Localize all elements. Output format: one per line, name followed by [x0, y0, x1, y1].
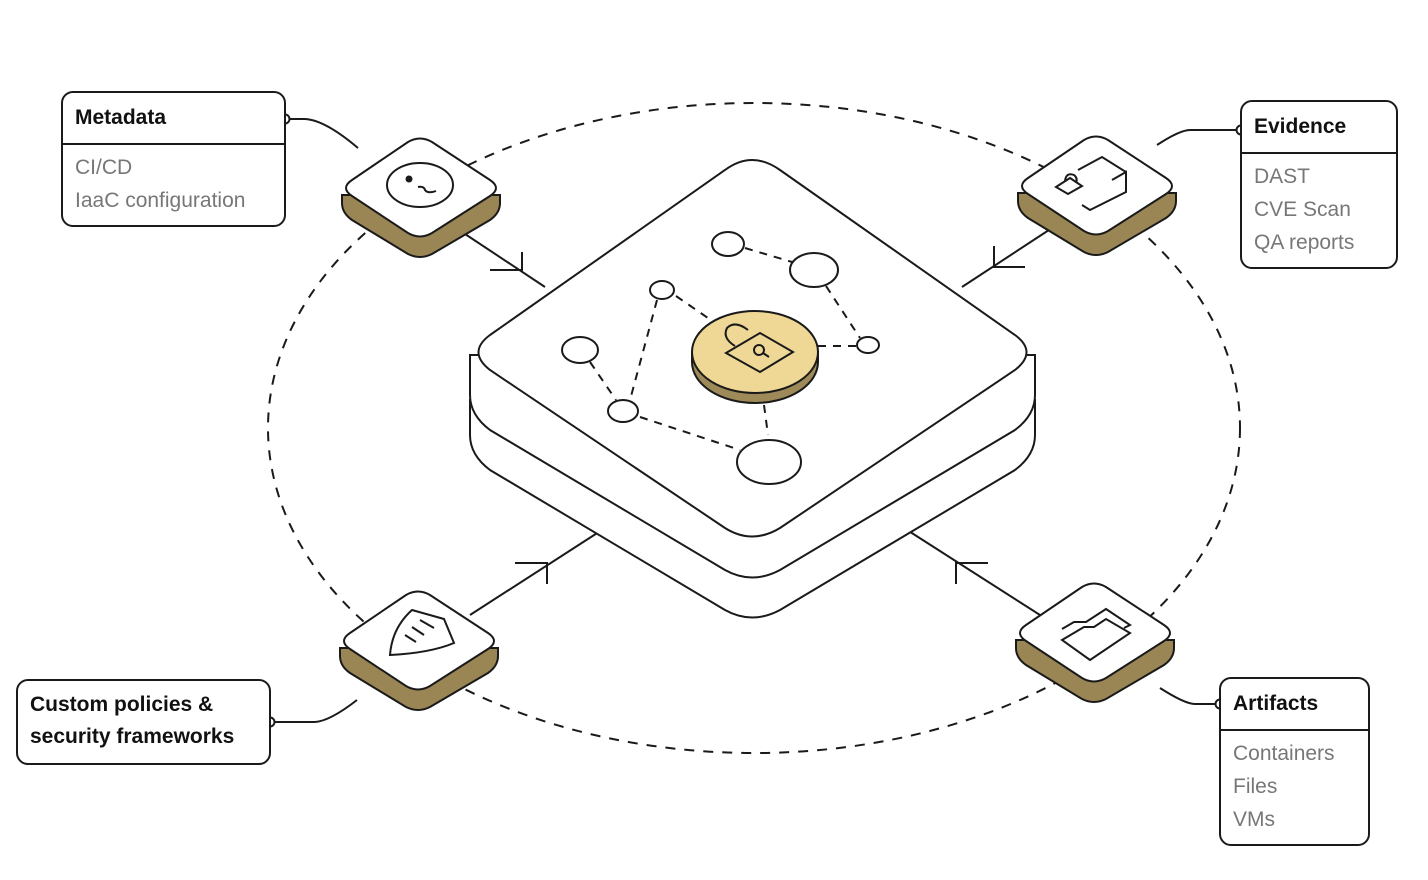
card-metadata-title: Metadata — [75, 106, 167, 129]
folder-icon — [1060, 607, 1132, 662]
card-divider — [1242, 152, 1396, 154]
network-node — [607, 399, 639, 423]
lock-coin — [691, 310, 819, 404]
card-metadata-item: IaaC configuration — [75, 189, 246, 212]
card-evidence-item: QA reports — [1254, 231, 1355, 254]
tile-artifacts[interactable] — [1015, 582, 1175, 703]
tile-metadata[interactable] — [341, 137, 501, 258]
network-node — [561, 336, 599, 364]
connector-policies — [469, 527, 606, 616]
terminal-icon — [386, 162, 454, 208]
card-artifacts-item: Containers — [1233, 742, 1335, 765]
card-evidence-item: CVE Scan — [1254, 198, 1351, 221]
card-artifacts-title: Artifacts — [1233, 692, 1319, 715]
callout-leaders — [272, 118, 1238, 723]
card-artifacts-item: VMs — [1233, 808, 1275, 831]
node-network — [561, 231, 880, 485]
card-metadata-item: CI/CD — [75, 156, 133, 179]
connector-evidence — [961, 227, 1053, 288]
card-evidence-title: Evidence — [1254, 115, 1347, 138]
card-policies-title-line: security frameworks — [30, 725, 235, 748]
card-divider — [1221, 729, 1368, 731]
connector-artifacts — [903, 527, 1041, 616]
card-evidence: Evidence DAST CVE Scan QA reports — [1240, 100, 1398, 269]
shield-icon — [388, 608, 456, 657]
card-metadata: Metadata CI/CD IaaC configuration — [61, 91, 286, 227]
network-node — [649, 280, 675, 300]
card-artifacts-item: Files — [1233, 775, 1278, 798]
card-divider — [63, 143, 284, 145]
network-node — [736, 439, 802, 485]
card-policies-title: Custom policies & security frameworks — [18, 681, 269, 761]
card-evidence-item: DAST — [1254, 165, 1311, 188]
tile-policies[interactable] — [339, 590, 499, 711]
lock-search-icon — [723, 323, 795, 374]
card-policies: Custom policies & security frameworks — [16, 679, 271, 765]
network-node — [789, 252, 839, 288]
network-node — [856, 336, 880, 354]
connector-metadata — [461, 231, 546, 288]
tile-evidence[interactable] — [1017, 135, 1177, 256]
orbit-ellipse — [267, 102, 1241, 754]
locked-document-icon — [1054, 155, 1127, 212]
card-artifacts: Artifacts Containers Files VMs — [1219, 677, 1370, 846]
card-policies-title-line: Custom policies & — [30, 693, 214, 716]
network-node — [711, 231, 745, 257]
